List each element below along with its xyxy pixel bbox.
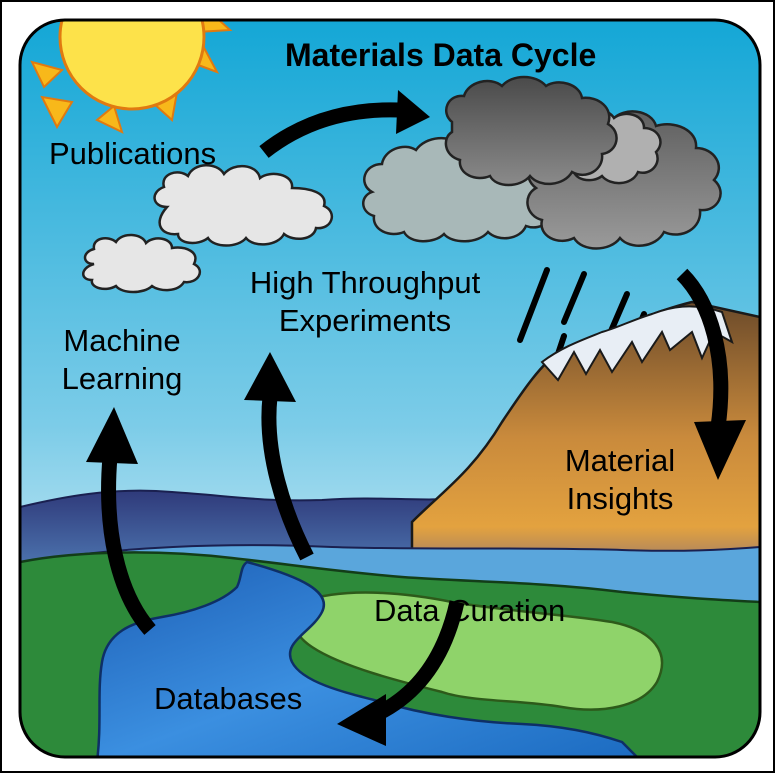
label-material-insights: Material Insights bbox=[540, 442, 700, 518]
label-publications: Publications bbox=[49, 136, 217, 171]
cloud-icon bbox=[153, 164, 334, 247]
cycle-arrowhead-icon bbox=[86, 90, 746, 746]
cloud-icon bbox=[82, 233, 202, 294]
label-material-insights-line2: Insights bbox=[566, 481, 674, 516]
label-machine-learning-line2: Learning bbox=[61, 361, 183, 396]
diagram-title: Materials Data Cycle bbox=[285, 37, 597, 73]
label-high-throughput-experiments: High Throughput Experiments bbox=[220, 264, 510, 340]
label-data-curation: Data Curation bbox=[374, 593, 566, 628]
label-high-throughput-line2: Experiments bbox=[278, 303, 452, 338]
panel-border bbox=[18, 18, 762, 759]
label-high-throughput-line1: High Throughput bbox=[249, 265, 481, 300]
cycle-arrow-icon bbox=[101, 102, 729, 721]
river-icon bbox=[95, 560, 646, 757]
sun-icon bbox=[30, 20, 233, 134]
label-machine-learning: Machine Learning bbox=[42, 322, 202, 398]
label-machine-learning-line1: Machine bbox=[63, 323, 181, 358]
mountain-icon bbox=[410, 300, 760, 604]
label-material-insights-line1: Material bbox=[564, 443, 676, 478]
label-databases: Databases bbox=[154, 681, 303, 716]
cloud-icon bbox=[362, 75, 722, 250]
